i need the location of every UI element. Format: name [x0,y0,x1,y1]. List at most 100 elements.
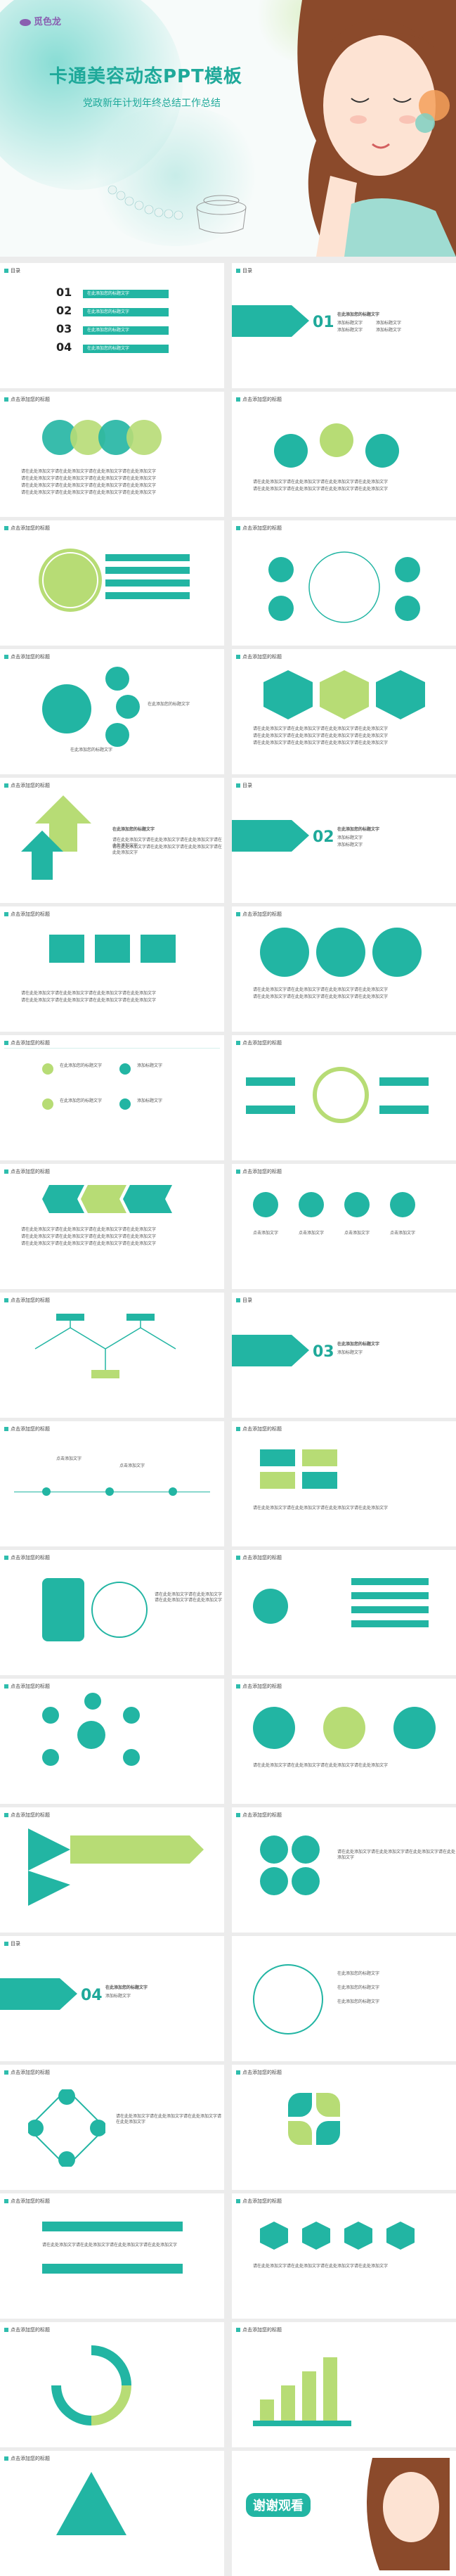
arrow-banner [232,305,309,337]
toc-item-bar[interactable]: 在此添加您的标题文字 [83,326,169,335]
content-bar [105,579,190,587]
slide-header: 点击添加您的标题 [4,1554,50,1561]
bullet-text: 添加标题文字 [337,1350,363,1355]
circular-arrows [51,2345,131,2426]
cover-slide: 觅色龙 卡通美容动态PPT模板 党政新年计划年终总结工作总结 [0,0,456,257]
circle-node [344,1192,370,1217]
body-text: 点击添加文字 [119,1463,145,1468]
slide-header: 目录 [4,1940,20,1947]
section-title: 在此添加您的标题文字 [337,827,380,832]
leaf [288,2093,312,2117]
body-text: 请在此处添加文字请在此处添加文字请在此处添加文字请在此处添加文字 [253,741,389,745]
slide-petals: 点击添加您的标题 请在此处添加文字请在此处添加文字请在此处添加文字请在此处添加文… [232,1807,456,1933]
bullet-text: 添加标题文字 [337,321,363,326]
section-number: 02 [313,828,334,846]
slide-thanks: 谢谢观看 [232,2451,456,2576]
slide-header: 点击添加您的标题 [236,1168,282,1175]
circle-ring [42,552,98,608]
toc-item-bar[interactable]: 在此添加您的标题文字 [83,308,169,316]
body-text: 请在此处添加文字请在此处添加文字请在此处添加文字请在此处添加文字 [253,733,389,738]
body-text: 请在此处添加文字请在此处添加文字请在此处添加文字请在此处添加文字 [253,994,389,999]
bar-mark [323,2357,337,2421]
slide-header: 点击添加您的标题 [236,2326,282,2333]
slide-large-ring: 在此添加您的标题文字 在此添加您的标题文字 在此添加您的标题文字 [232,1936,456,2061]
bullet-text: 添加标题文字 [376,328,402,333]
slide-cards: 点击添加您的标题 请在此处添加文字请在此处添加文字请在此处添加文字请在此处添加文… [0,2193,224,2319]
slide-three-rings: 点击添加您的标题 请在此处添加文字请在此处添加文字请在此处添加文字请在此处添加文… [232,1679,456,1804]
slide-header: 点击添加您的标题 [236,525,282,532]
cartoon-girl-illustration [367,2458,450,2570]
body-text: 点击添加文字 [299,1231,325,1236]
bullet-text: 添加标题文字 [105,1994,131,1999]
banner-card [49,935,84,963]
circle-node [274,434,308,468]
circle-node [365,434,399,468]
quad-box [302,1449,337,1466]
slide-header: 点击添加您的标题 [4,1297,50,1304]
circle-node [260,928,309,977]
body-text: 在此添加您的标题文字 [337,1999,380,2004]
hub-center [77,1721,105,1749]
body-text: 请在此处添加文字请在此处添加文字请在此处添加文字请在此处添加文字 [21,476,157,481]
slide-section-03: 目录 03 在此添加您的标题文字 添加标题文字 [232,1293,456,1418]
slide-hub: 点击添加您的标题 [0,1679,224,1804]
circle-node [42,684,91,733]
slide-bar-chart: 点击添加您的标题 [232,2322,456,2447]
slide-header: 目录 [236,1297,252,1304]
body-text: 点击添加文字 [56,1456,82,1461]
body-text: 点击添加文字 [253,1231,279,1236]
slide-header: 点击添加您的标题 [4,2198,50,2205]
slide-header: 点击添加您的标题 [236,653,282,660]
section-number: 01 [313,314,334,331]
label-bar [379,1106,429,1114]
title-text: 在此添加您的标题文字 [60,1063,103,1068]
bullet-text: 添加标题文字 [337,328,363,333]
toc-item-bar[interactable]: 在此添加您的标题文字 [83,290,169,298]
slide-header: 点击添加您的标题 [4,525,50,532]
card-bar [42,2222,183,2231]
body-text: 请在此处添加文字请在此处添加文字请在此处添加文字请在此处添加文字 [253,1763,389,1768]
body-text: 在此添加您的标题文字 [337,1985,380,1990]
content-bar [351,1606,429,1613]
bullet-dot [119,1063,131,1075]
body-text: 在此添加您的标题文字 [337,1971,380,1976]
slide-header: 目录 [236,782,252,789]
circle-node [393,1707,436,1749]
banner-card [95,935,130,963]
bullet-text: 添加标题文字 [376,321,402,326]
brand-logo-text: 觅色龙 [34,17,62,27]
arrow-banner [232,820,309,852]
body-text: 请在此处添加文字请在此处添加文字请在此处添加文字请在此处添加文字 [253,480,389,485]
body-text: 在此添加您的标题文字 [148,702,190,707]
body-text: 请在此处添加文字请在此处添加文字请在此处添加文字请在此处添加文字 [112,838,223,848]
body-text: 请在此处添加文字请在此处添加文字请在此处添加文字请在此处添加文字 [21,1241,157,1246]
slide-header: 点击添加您的标题 [4,911,50,918]
watercolor-blob [0,0,183,190]
body-text: 请在此处添加文字请在此处添加文字请在此处添加文字请在此处添加文字 [42,2243,178,2248]
content-bar [105,554,190,561]
section-number: 04 [81,1987,103,2004]
body-text: 请在此处添加文字请在此处添加文字请在此处添加文字请在此处添加文字 [253,726,389,731]
banner-card [141,935,176,963]
slide-quad-boxes: 点击添加您的标题 请在此处添加文字请在此处添加文字请在此处添加文字请在此处添加文… [232,1421,456,1546]
circle-node [299,1192,324,1217]
petal [260,1835,288,1864]
circle-node [320,423,353,457]
toc-item-bar[interactable]: 在此添加您的标题文字 [83,345,169,353]
chart-base [253,2421,351,2426]
slide-section-02: 目录 02 在此添加您的标题文字 添加标题文字 添加标题文字 [232,778,456,903]
petal [292,1835,320,1864]
circle-node [323,1707,365,1749]
slide-flower: 点击添加您的标题 [232,1035,456,1160]
phone-shape [42,1578,84,1641]
pearl-necklace-illustration [108,185,183,220]
bullet-text: 添加标题文字 [337,842,363,847]
title-text: 添加标题文字 [137,1063,163,1068]
section-number: 03 [313,1343,334,1361]
body-text: 请在此处添加文字请在此处添加文字请在此处添加文字请在此处添加文字 [337,1850,456,1860]
slide-banners: 点击添加您的标题 请在此处添加文字请在此处添加文字请在此处添加文字请在此处添加文… [0,906,224,1032]
title-text: 在此添加您的标题文字 [60,1098,103,1103]
hub-node [42,1749,59,1766]
slide-triangle: 点击添加您的标题 [0,2451,224,2576]
